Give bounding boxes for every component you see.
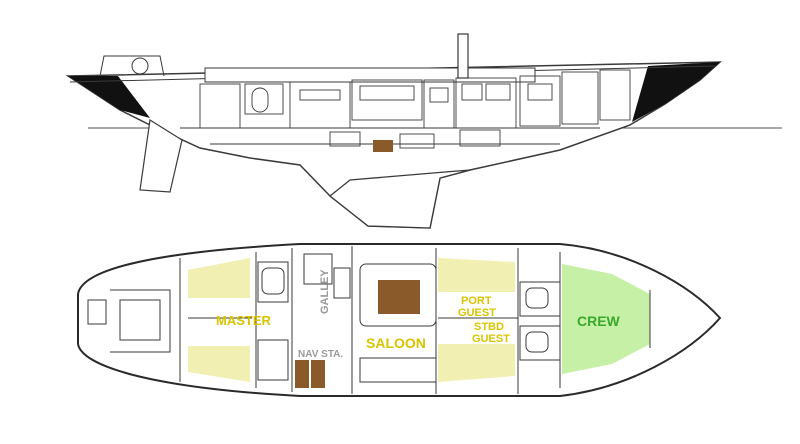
profile-mast xyxy=(457,33,469,79)
profile-interior xyxy=(180,69,631,149)
profile-stern-pulpit xyxy=(99,55,165,77)
profile-bow-black xyxy=(632,62,720,122)
label-port-guest-line1: PORT xyxy=(461,295,492,307)
profile-wheel xyxy=(131,57,149,75)
profile-cabin-top xyxy=(204,67,536,83)
master-berth-bottom xyxy=(188,346,250,382)
profile-saloon-table xyxy=(373,140,393,152)
plan-view: MASTER GALLEY NAV STA. SALOON PORT GUEST… xyxy=(77,243,722,397)
label-galley: GALLEY xyxy=(319,269,331,314)
nav-seat-1 xyxy=(295,360,309,388)
label-stbd-guest-line2: GUEST xyxy=(472,333,510,345)
label-crew: CREW xyxy=(577,313,621,329)
label-master: MASTER xyxy=(216,313,272,328)
label-port-guest-line2: GUEST xyxy=(458,307,496,319)
plan-interior xyxy=(87,246,651,394)
profile-keel xyxy=(328,169,471,229)
saloon-table xyxy=(378,280,420,314)
profile-view xyxy=(65,33,782,229)
label-saloon: SALOON xyxy=(366,335,426,351)
profile-stern-black xyxy=(68,76,150,118)
port-guest-berth xyxy=(438,258,515,292)
crew-zone xyxy=(562,264,650,374)
profile-rudder xyxy=(139,119,183,193)
stbd-guest-berth xyxy=(438,344,515,382)
label-nav-station: NAV STA. xyxy=(298,349,343,360)
nav-seat-2 xyxy=(311,360,325,388)
label-stbd-guest-line1: STBD xyxy=(474,321,504,333)
master-berth-top xyxy=(188,258,250,298)
yellow-zones xyxy=(188,258,515,382)
